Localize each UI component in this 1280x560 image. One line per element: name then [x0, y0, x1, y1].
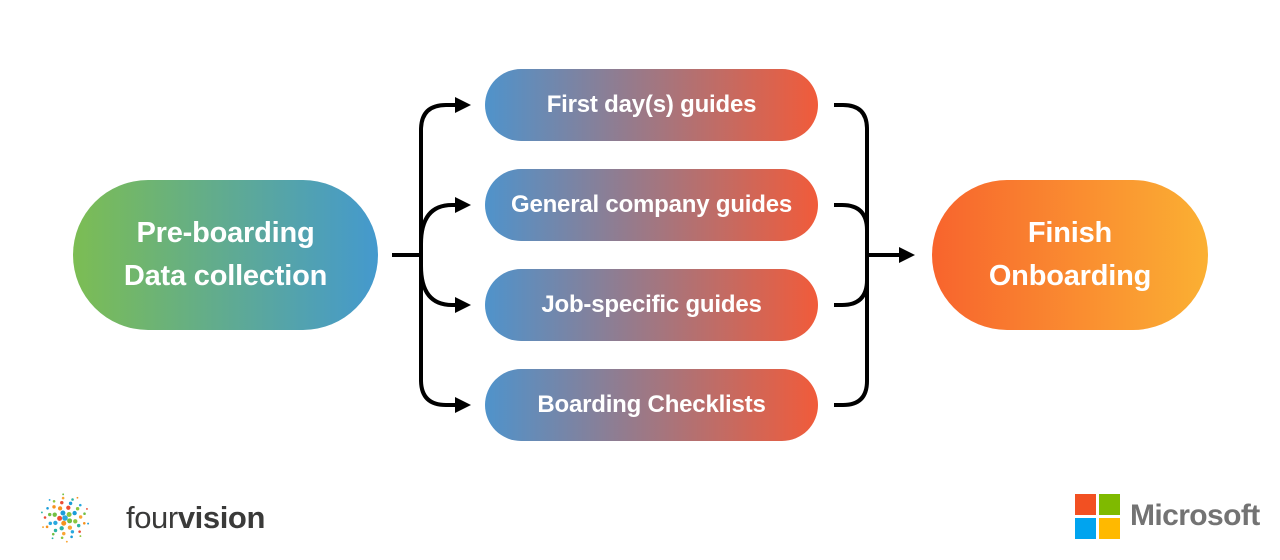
fourvision-dot: [53, 520, 58, 526]
connector-merge-2: [834, 203, 869, 231]
fourvision-dot: [68, 501, 73, 506]
fourvision-logo: fourvision: [38, 490, 265, 546]
fourvision-dot: [71, 498, 74, 501]
fourvision-dot: [40, 511, 43, 514]
fourvision-dot: [59, 526, 64, 531]
fourvision-dot: [43, 516, 47, 519]
microsoft-squares-icon: [1075, 493, 1120, 539]
fourvision-wordmark-bold: vision: [177, 500, 266, 535]
node-finish-onboarding: Finish Onboarding: [932, 180, 1208, 330]
microsoft-square-green: [1099, 493, 1120, 515]
fourvision-dot: [62, 515, 68, 521]
arrowhead-branch-3: [455, 297, 471, 313]
fourvision-dot: [82, 521, 86, 525]
arrowhead-branch-1: [455, 97, 471, 113]
fourvision-dot: [60, 500, 64, 505]
left-connector-group: [392, 97, 471, 413]
connector-branch-3: [419, 265, 457, 307]
node-label: First day(s) guides: [546, 91, 757, 118]
arrowhead-branch-2: [455, 197, 471, 213]
fourvision-dot: [57, 506, 63, 511]
node-label-line1: Pre-boarding: [136, 217, 315, 249]
fourvision-wordmark: fourvision: [126, 500, 265, 536]
microsoft-square-yellow: [1099, 517, 1120, 539]
fourvision-dot: [70, 530, 75, 534]
fourvision-dot: [61, 520, 67, 526]
fourvision-dot: [83, 512, 86, 515]
fourvision-dot: [52, 499, 56, 503]
fourvision-dot: [67, 518, 73, 524]
fourvision-dot: [48, 512, 52, 517]
node-label-line2: Data collection: [123, 260, 328, 292]
fourvision-dot: [78, 503, 82, 507]
fourvision-dot: [52, 505, 56, 509]
fourvision-dot: [78, 530, 81, 533]
fourvision-dot: [87, 522, 90, 525]
arrowhead-finish: [899, 247, 915, 263]
node-finish-onboarding-label: Finish Onboarding: [988, 212, 1152, 298]
right-connector-group: [834, 103, 915, 407]
fourvision-dot: [78, 515, 83, 519]
fourvision-wordmark-regular: four: [126, 500, 178, 535]
connector-right-trunk: [834, 103, 869, 407]
fourvision-dot: [66, 505, 71, 510]
node-label: Boarding Checklists: [537, 391, 766, 418]
node-job-specific-guides: Job-specific guides: [485, 269, 818, 341]
microsoft-logo: Microsoft: [1075, 492, 1260, 540]
fourvision-dot: [62, 493, 65, 496]
fourvision-dot: [61, 496, 65, 500]
fourvision-dot: [60, 510, 66, 516]
node-pre-boarding: Pre-boarding Data collection: [73, 180, 378, 330]
fourvision-dot: [67, 525, 73, 530]
node-label-line1: Finish: [1027, 217, 1113, 249]
fourvision-dot: [52, 512, 57, 517]
fourvision-dot: [76, 496, 79, 499]
node-label: General company guides: [510, 191, 793, 218]
fourvision-dot: [57, 515, 63, 521]
node-pre-boarding-label: Pre-boarding Data collection: [124, 212, 327, 298]
fourvision-dot: [73, 519, 78, 524]
fourvision-dot: [48, 499, 51, 501]
fourvision-dot: [72, 510, 77, 516]
fourvision-dot: [79, 535, 82, 537]
fourvision-dot: [76, 523, 81, 528]
fourvision-dot: [62, 531, 66, 536]
fourvision-dot: [51, 532, 55, 536]
fourvision-dot: [48, 521, 53, 526]
arrowhead-branch-4: [455, 397, 471, 413]
fourvision-dot: [46, 506, 49, 510]
microsoft-square-red: [1075, 493, 1096, 515]
node-boarding-checklists: Boarding Checklists: [485, 369, 818, 441]
node-label-line2: Onboarding: [988, 260, 1152, 292]
fourvision-dot: [51, 537, 54, 540]
connector-branch-2: [419, 203, 457, 245]
connector-left-trunk: [419, 103, 457, 407]
fourvision-dot: [60, 536, 64, 540]
fourvision-dot: [45, 525, 49, 529]
node-label: Job-specific guides: [541, 291, 762, 318]
node-general-company-guides: General company guides: [485, 169, 818, 241]
fourvision-dot: [75, 506, 80, 511]
microsoft-square-blue: [1075, 517, 1096, 539]
fourvision-dot: [53, 528, 58, 533]
fourvision-dot: [65, 540, 68, 543]
node-first-day-guides: First day(s) guides: [485, 69, 818, 141]
fourvision-dot: [70, 535, 73, 539]
fourvision-logo-icon: [40, 493, 90, 543]
connector-merge-3: [834, 279, 869, 307]
fourvision-dot: [42, 526, 44, 528]
microsoft-wordmark: Microsoft: [1130, 499, 1260, 532]
fourvision-dot: [86, 508, 88, 510]
fourvision-dot: [66, 512, 72, 517]
